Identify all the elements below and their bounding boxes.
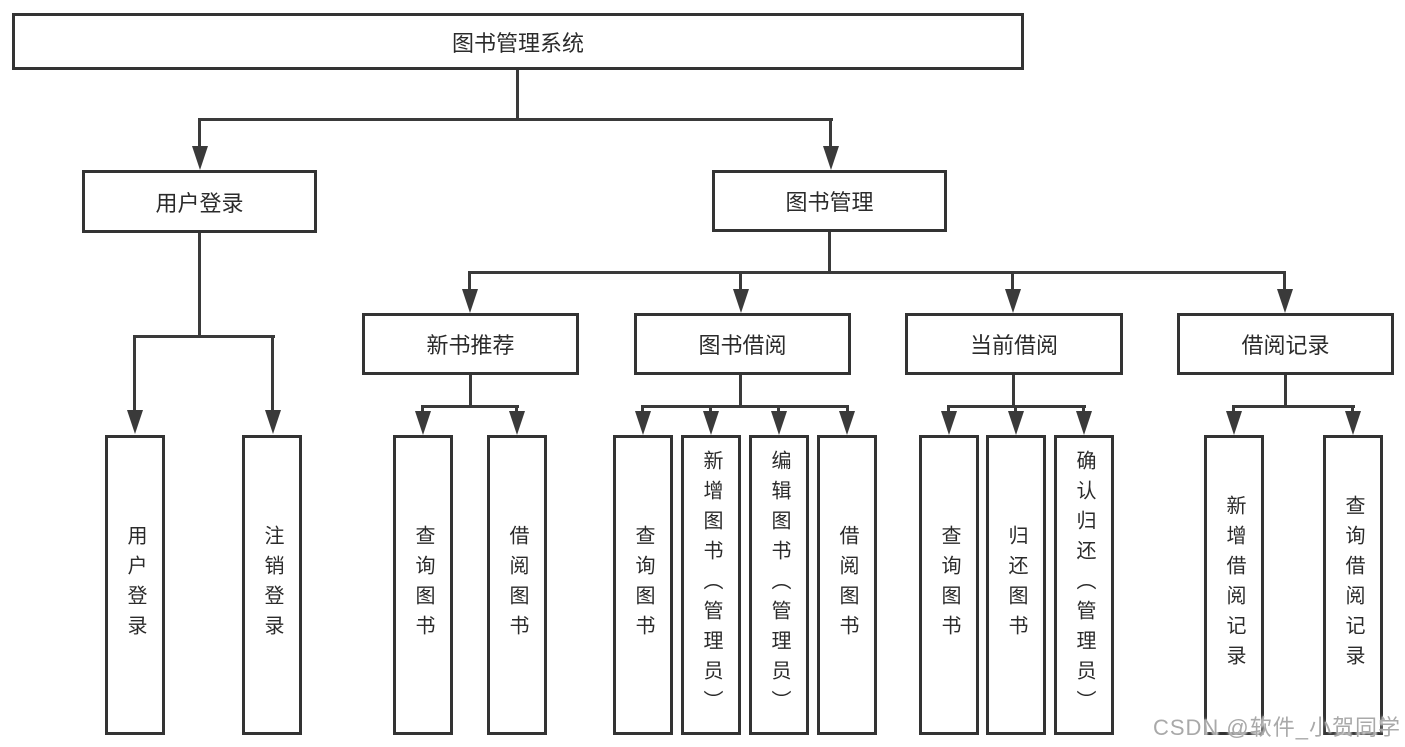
leaf-borrow-books-1: 借阅图书 bbox=[487, 435, 547, 735]
arrowhead-down-icon bbox=[1076, 411, 1092, 435]
connector-line bbox=[1232, 405, 1235, 415]
connector-line bbox=[1082, 405, 1085, 415]
node-label: 借阅图书 bbox=[506, 525, 528, 645]
leaf-add-books-admin: 新增图书（管理员） bbox=[681, 435, 741, 735]
node-current-borrow: 当前借阅 bbox=[905, 313, 1123, 375]
leaf-edit-books-admin: 编辑图书（管理员） bbox=[749, 435, 809, 735]
arrowhead-down-icon bbox=[823, 146, 839, 170]
connector-line bbox=[421, 405, 519, 408]
connector-line bbox=[777, 405, 780, 415]
node-label: 图书管理系统 bbox=[451, 30, 584, 56]
arrowhead-down-icon bbox=[839, 411, 855, 435]
node-label: 归还图书 bbox=[1005, 525, 1027, 645]
node-label: 查询借阅记录 bbox=[1342, 495, 1364, 675]
csdn-watermark: CSDN @软件_小贺同学 bbox=[1152, 715, 1401, 740]
arrowhead-down-icon bbox=[509, 411, 525, 435]
arrowhead-down-icon bbox=[1345, 411, 1361, 435]
node-label: 新增图书（管理员） bbox=[700, 450, 722, 720]
arrowhead-down-icon bbox=[1005, 289, 1021, 313]
connector-line bbox=[516, 70, 519, 118]
leaf-confirm-return-admin: 确认归还（管理员） bbox=[1054, 435, 1114, 735]
connector-line bbox=[1283, 271, 1286, 291]
node-book-borrow: 图书借阅 bbox=[634, 313, 851, 375]
node-label: 用户登录 bbox=[155, 190, 244, 216]
node-label: 借阅记录 bbox=[1241, 333, 1330, 358]
node-label: 注销登录 bbox=[261, 525, 283, 645]
connector-line bbox=[947, 405, 950, 415]
arrowhead-down-icon bbox=[703, 411, 719, 435]
node-label: 图书借阅 bbox=[698, 333, 787, 358]
leaf-borrow-books-2: 借阅图书 bbox=[817, 435, 877, 735]
arrowhead-down-icon bbox=[1226, 411, 1242, 435]
arrowhead-down-icon bbox=[127, 410, 143, 434]
node-user-login: 用户登录 bbox=[82, 170, 317, 233]
node-label: 新书推荐 bbox=[426, 333, 515, 358]
connector-line bbox=[1351, 405, 1354, 415]
arrowhead-down-icon bbox=[1277, 289, 1293, 313]
connector-line bbox=[198, 118, 201, 148]
arrowhead-down-icon bbox=[635, 411, 651, 435]
connector-line bbox=[709, 405, 712, 415]
node-label: 当前借阅 bbox=[969, 333, 1058, 358]
arrowhead-down-icon bbox=[733, 289, 749, 313]
connector-line bbox=[1284, 375, 1287, 407]
connector-line bbox=[133, 335, 136, 410]
leaf-query-books-1: 查询图书 bbox=[393, 435, 453, 735]
leaf-user-login: 用户登录 bbox=[105, 435, 165, 735]
connector-line bbox=[1012, 375, 1015, 407]
leaf-add-borrow-record: 新增借阅记录 bbox=[1204, 435, 1264, 735]
node-label: 图书管理 bbox=[785, 190, 874, 215]
connector-line bbox=[829, 118, 832, 148]
connector-line bbox=[1014, 405, 1017, 415]
leaf-query-borrow-record: 查询借阅记录 bbox=[1323, 435, 1383, 735]
connector-line bbox=[468, 271, 471, 291]
arrowhead-down-icon bbox=[462, 289, 478, 313]
connector-line bbox=[846, 405, 849, 415]
arrowhead-down-icon bbox=[771, 411, 787, 435]
connector-line bbox=[641, 405, 644, 415]
node-borrow-records: 借阅记录 bbox=[1177, 313, 1394, 375]
node-label: 新增借阅记录 bbox=[1223, 495, 1245, 675]
connector-line bbox=[421, 405, 424, 415]
connector-line bbox=[515, 405, 518, 415]
connector-line bbox=[198, 233, 201, 337]
connector-line bbox=[468, 271, 1286, 274]
node-new-book-recommend: 新书推荐 bbox=[362, 313, 579, 375]
node-label: 查询图书 bbox=[938, 525, 960, 645]
connector-line bbox=[739, 375, 742, 407]
connector-line bbox=[739, 271, 742, 291]
node-root-library-system: 图书管理系统 bbox=[12, 13, 1024, 70]
connector-line bbox=[133, 335, 275, 338]
leaf-query-books-2: 查询图书 bbox=[613, 435, 673, 735]
node-label: 查询图书 bbox=[412, 525, 434, 645]
leaf-logout: 注销登录 bbox=[242, 435, 302, 735]
connector-line bbox=[641, 405, 849, 408]
arrowhead-down-icon bbox=[265, 410, 281, 434]
node-label: 编辑图书（管理员） bbox=[768, 450, 790, 720]
connector-line bbox=[1232, 405, 1355, 408]
arrowhead-down-icon bbox=[192, 146, 208, 170]
connector-line bbox=[198, 118, 833, 121]
arrowhead-down-icon bbox=[415, 411, 431, 435]
connector-line bbox=[828, 232, 831, 273]
connector-line bbox=[271, 335, 274, 410]
leaf-return-books: 归还图书 bbox=[986, 435, 1046, 735]
connector-line bbox=[1011, 271, 1014, 291]
connector-line bbox=[469, 375, 472, 407]
node-label: 用户登录 bbox=[124, 525, 146, 645]
node-book-management: 图书管理 bbox=[712, 170, 947, 232]
node-label: 确认归还（管理员） bbox=[1073, 450, 1095, 720]
leaf-query-books-3: 查询图书 bbox=[919, 435, 979, 735]
arrowhead-down-icon bbox=[941, 411, 957, 435]
node-label: 借阅图书 bbox=[836, 525, 858, 645]
arrowhead-down-icon bbox=[1008, 411, 1024, 435]
node-label: 查询图书 bbox=[632, 525, 654, 645]
